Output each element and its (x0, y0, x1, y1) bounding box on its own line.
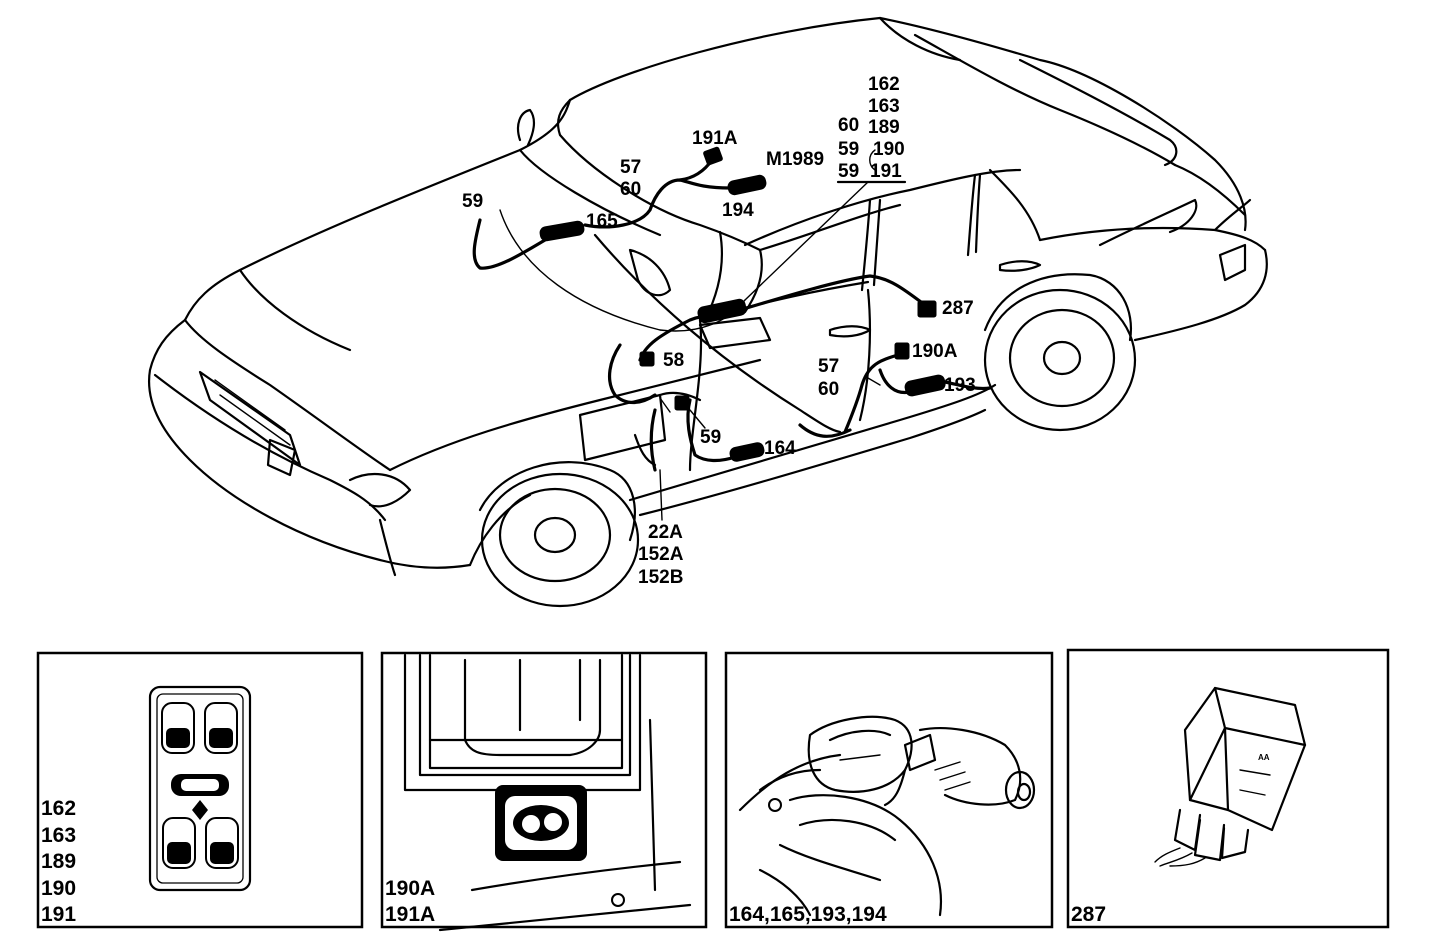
panel1-caption-2: 163 (41, 824, 76, 847)
label-152A: 152A (638, 544, 684, 565)
panel1-caption-4: 190 (41, 877, 76, 900)
label-59-mid: 59 (838, 139, 859, 160)
motor-panel: 164,165,193,194 (724, 651, 1054, 929)
label-165: 165 (586, 211, 618, 232)
mirror-switch-icon (403, 653, 692, 932)
label-191A: 191A (692, 128, 738, 149)
wiring-harness (472, 158, 992, 472)
label-152B: 152B (638, 567, 683, 588)
label-59-left: 59 (462, 191, 483, 212)
window-switch-icon (148, 685, 252, 892)
panel3-caption: 164,165,193,194 (729, 903, 887, 926)
label-164: 164 (764, 438, 796, 459)
connectors (539, 146, 946, 462)
label-57-top: 57 (620, 157, 641, 178)
label-M1989: M1989 (766, 149, 824, 170)
label-59-low: 59 (838, 161, 859, 182)
svg-text:AA: AA (1258, 753, 1270, 762)
label-60-left: 60 (620, 179, 641, 200)
label-193: 193 (944, 375, 976, 396)
label-194: 194 (722, 200, 754, 221)
car-labels: 162 163 189 60 190 59 59 191 191A M1989 … (462, 74, 976, 588)
panel1-caption-5: 191 (41, 903, 76, 926)
label-57-right: 57 (818, 356, 839, 377)
label-22A: 22A (648, 522, 683, 543)
label-163: 163 (868, 96, 900, 117)
label-190: 190 (873, 139, 905, 160)
label-162: 162 (868, 74, 900, 95)
panel1-caption-1: 162 (41, 797, 76, 820)
label-287: 287 (942, 298, 974, 319)
panel4-caption: 287 (1071, 903, 1106, 926)
label-191: 191 (870, 161, 902, 182)
label-60-right: 60 (818, 379, 839, 400)
mirror-switch-panel: 190A 191A (380, 651, 708, 932)
window-switch-panel: 162 163 189 190 191 (36, 651, 364, 929)
label-190A: 190A (912, 341, 958, 362)
leader-lines (659, 149, 907, 521)
car-illustration (148, 16, 1268, 608)
label-60-top: 60 (838, 115, 859, 136)
label-59-bottom: 59 (700, 427, 721, 448)
panel1-caption-3: 189 (41, 850, 76, 873)
panel2-caption-1: 190A (385, 877, 435, 900)
relay-icon: AA (1154, 686, 1307, 867)
label-58: 58 (663, 350, 684, 371)
panel2-caption-2: 191A (385, 903, 435, 926)
motor-icon (738, 715, 1036, 917)
relay-panel: AA 287 (1066, 648, 1390, 929)
label-189: 189 (868, 117, 900, 138)
